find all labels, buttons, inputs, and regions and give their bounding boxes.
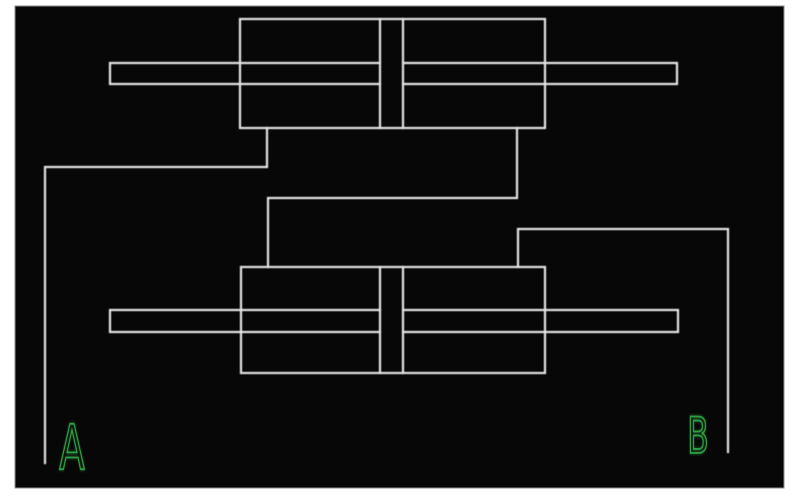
line-b: [516, 227, 730, 454]
cylinder-bottom-rod: [108, 308, 680, 334]
line-interconnect: [266, 126, 519, 269]
cylinder-top-piston: [378, 17, 405, 130]
port-label-b: B: [687, 406, 708, 465]
cylinder-bottom-body: [239, 265, 547, 375]
cylinder-bottom-piston: [378, 265, 405, 375]
drawing-canvas: [14, 5, 785, 489]
cylinder-top-rod: [108, 61, 679, 86]
cylinder-top-body: [238, 17, 547, 130]
line-a: [43, 126, 269, 465]
cylinder-bottom: [108, 265, 680, 375]
port-label-a: A: [59, 413, 84, 485]
cylinder-top: [108, 17, 679, 130]
